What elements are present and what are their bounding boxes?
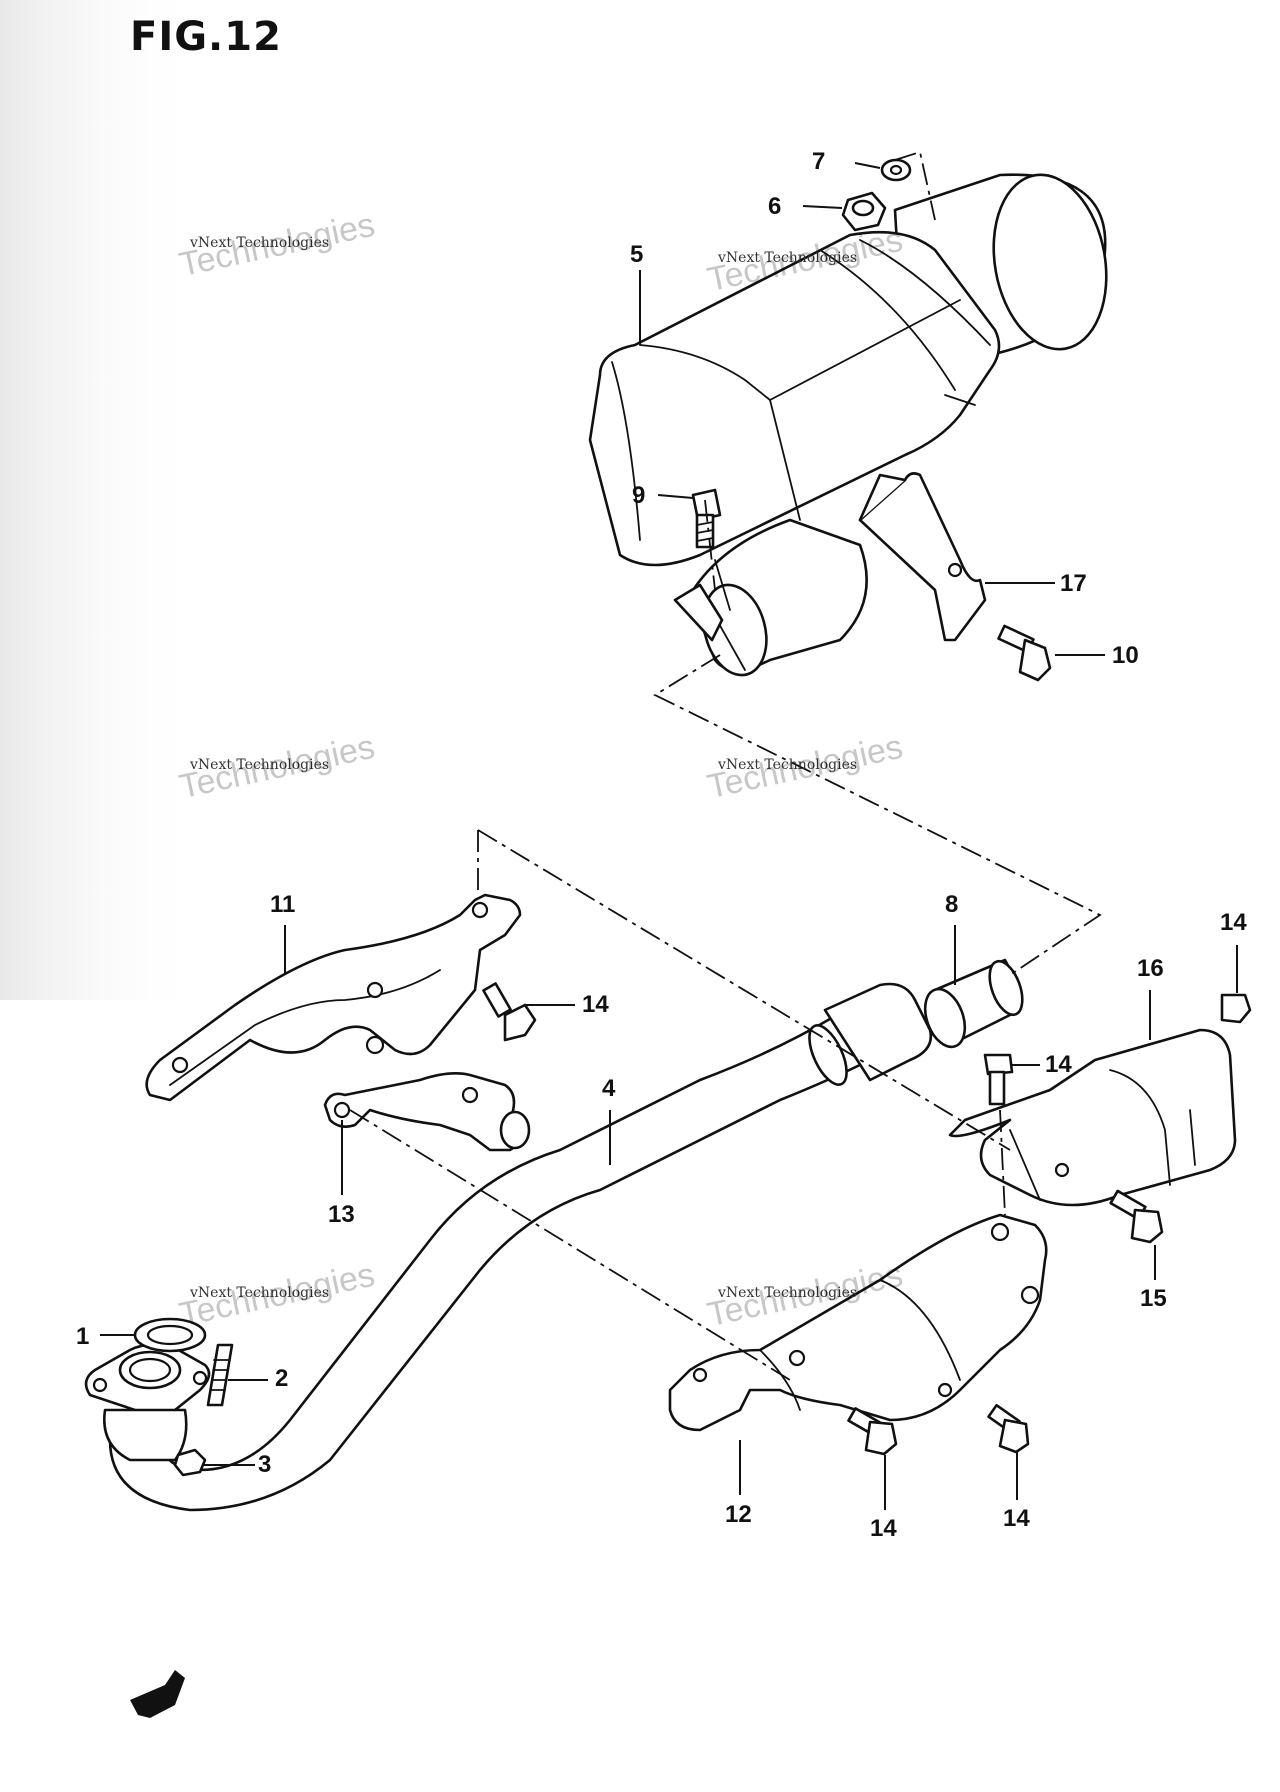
nut-part-3: [173, 1448, 207, 1477]
callout-14: 14: [1220, 909, 1247, 936]
callout-6: 6: [768, 193, 782, 220]
callout-1: 1: [76, 1323, 90, 1350]
callout-14: 14: [1045, 1051, 1072, 1078]
exhaust-pipe-part-4: [84, 982, 933, 1512]
callout-13: 13: [328, 1201, 355, 1228]
callout-12: 12: [725, 1501, 752, 1528]
bracket-part-17: [858, 472, 987, 642]
callout-4: 4: [602, 1075, 616, 1102]
heat-cover-part-12: [668, 1213, 1048, 1432]
callout-3: 3: [258, 1451, 272, 1478]
bolt-part-14-a: [482, 982, 537, 1042]
heat-cover-part-16: [948, 1028, 1237, 1207]
bolt-part-14-b: [1220, 993, 1252, 1024]
bolt-part-14-d: [847, 1407, 898, 1456]
callout-16: 16: [1137, 955, 1164, 982]
bolt-part-15: [1109, 1189, 1164, 1244]
callout-9: 9: [632, 482, 646, 509]
bolt-part-14-c: [983, 1053, 1014, 1106]
callout-10: 10: [1112, 642, 1139, 669]
callout-7: 7: [812, 148, 826, 175]
callout-14: 14: [1003, 1505, 1030, 1532]
direction-arrow-mark: [130, 1670, 185, 1718]
bolt-part-14-e: [987, 1403, 1030, 1454]
leader-lines: [100, 162, 1238, 1510]
stud-part-2: [206, 1343, 234, 1407]
callout-5: 5: [630, 241, 644, 268]
washer-part-7: [880, 158, 912, 182]
assembly-centerlines: [349, 150, 1102, 1381]
callout-2: 2: [275, 1365, 289, 1392]
nut-part-6: [841, 191, 887, 232]
muffler-inlet-pipe: [673, 518, 868, 677]
callout-11: 11: [270, 891, 296, 918]
scan-noise: [0, 0, 200, 1000]
bracket-part-13: [323, 1072, 531, 1152]
muffler-part-5: [588, 173, 1108, 567]
gasket-part-1: [133, 1317, 207, 1353]
figure-title: FIG.12: [130, 14, 282, 60]
pipe-connector-part-8: [923, 958, 1024, 1049]
bolt-part-10: [997, 624, 1052, 682]
callout-14: 14: [870, 1515, 897, 1542]
callout-15: 15: [1140, 1285, 1167, 1312]
callout-8: 8: [945, 891, 959, 918]
callout-17: 17: [1060, 570, 1087, 597]
heat-shield-part-11: [145, 893, 522, 1102]
callout-14: 14: [582, 991, 609, 1018]
